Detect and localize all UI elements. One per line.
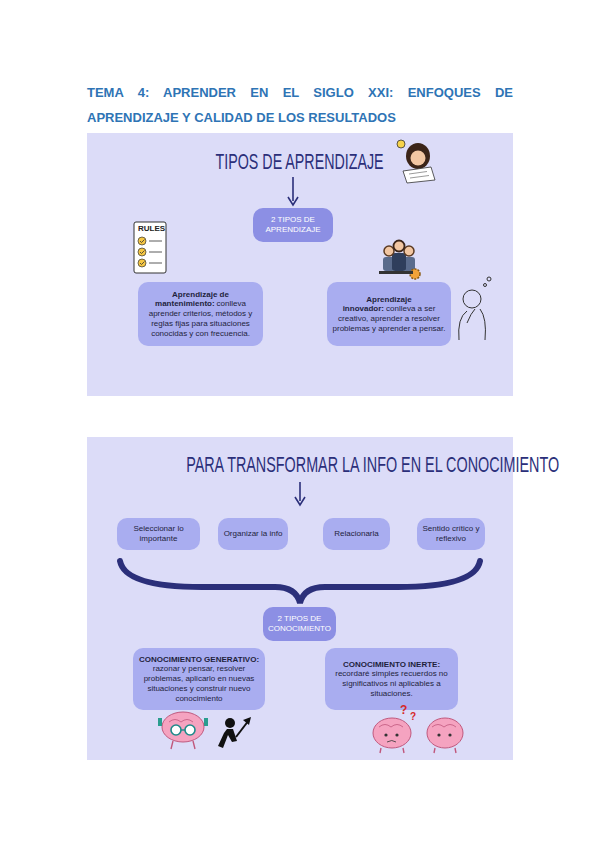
box-body: Sentido crítico y reflexivo (423, 524, 480, 543)
down-arrow (299, 482, 301, 501)
box-body: recordaré simples recuerdos no significa… (330, 669, 453, 698)
concept-box: Relacionarla (323, 518, 390, 550)
box-body: Organizar la info (224, 529, 283, 538)
concept-box: CONOCIMIENTO INERTE:recordaré simples re… (325, 648, 458, 710)
section-panel: TIPOS DE APRENDIZAJE 2 TIPOS DE APRENDIZA… (87, 133, 513, 396)
box-body: 2 TIPOS DE CONOCIMIENTO (268, 614, 331, 633)
brain-glasses-icon (158, 712, 208, 749)
heading-text: PARA TRANSFORMAR LA INFO EN EL CONOCIMIE… (186, 452, 559, 478)
box-text: Sentido crítico y reflexivo (422, 524, 480, 544)
box-body: razonar y pensar, resolver problemas, ap… (138, 664, 260, 703)
box-body: Relacionarla (334, 529, 378, 538)
box-body: 2 TIPOS DE APRENDIZAJE (265, 215, 320, 234)
arrow-head (288, 197, 298, 205)
curly-brace (120, 561, 480, 603)
section-panel: PARA TRANSFORMAR LA INFO EN EL CONOCIMIE… (87, 437, 513, 760)
box-text: 2 TIPOS DE CONOCIMIENTO (268, 614, 331, 634)
down-arrow (292, 177, 294, 201)
box-heading: CONOCIMIENTO GENERATIVO: (138, 655, 260, 665)
box-text: Relacionarla (334, 529, 378, 539)
heading-text: TIPOS DE APRENDIZAJE (216, 149, 384, 175)
box-text: CONOCIMIENTO GENERATIVO:razonar y pensar… (138, 655, 260, 704)
box-text: 2 TIPOS DE APRENDIZAJE (258, 215, 328, 235)
concept-box: Sentido crítico y reflexivo (417, 518, 485, 550)
team-icon (379, 241, 420, 280)
box-heading: CONOCIMIENTO INERTE: (330, 660, 453, 670)
concept-box: Aprendizaje innovador:conlleva a ser cre… (327, 282, 451, 346)
concept-box: 2 TIPOS DE APRENDIZAJE (253, 208, 333, 242)
question-mark: ? (410, 711, 416, 722)
checklist-icon (134, 222, 166, 273)
panel-heading: PARA TRANSFORMAR LA INFO EN EL CONOCIMIE… (87, 452, 513, 478)
panel-illustrations (87, 437, 513, 760)
concept-box: Seleccionar lo importante (117, 518, 200, 550)
confused-brains-icon (373, 718, 463, 753)
concept-box: CONOCIMIENTO GENERATIVO:razonar y pensar… (133, 648, 265, 710)
concept-box: Organizar la info (218, 518, 288, 550)
box-text: Aprendizaje de mantenimiento:conlleva ap… (143, 290, 258, 339)
panel-heading: TIPOS DE APRENDIZAJE (87, 149, 513, 175)
growth-person-icon (218, 717, 251, 748)
arrow-head (295, 497, 305, 505)
thinking-person-icon (459, 277, 491, 340)
page-title: TEMA 4: APRENDER EN EL SIGLO XXI: ENFOQU… (87, 80, 513, 130)
woman-icon (397, 140, 435, 183)
box-text: Organizar la info (224, 529, 283, 539)
concept-box: 2 TIPOS DE CONOCIMIENTO (263, 607, 336, 641)
question-mark: ? (400, 703, 407, 717)
box-text: Seleccionar lo importante (122, 524, 195, 544)
box-text: CONOCIMIENTO INERTE:recordaré simples re… (330, 660, 453, 699)
box-text: Aprendizaje innovador:conlleva a ser cre… (332, 295, 446, 334)
box-body: Seleccionar lo importante (133, 524, 183, 543)
icon-text: RULES (138, 224, 165, 233)
concept-box: Aprendizaje de mantenimiento:conlleva ap… (138, 282, 263, 346)
